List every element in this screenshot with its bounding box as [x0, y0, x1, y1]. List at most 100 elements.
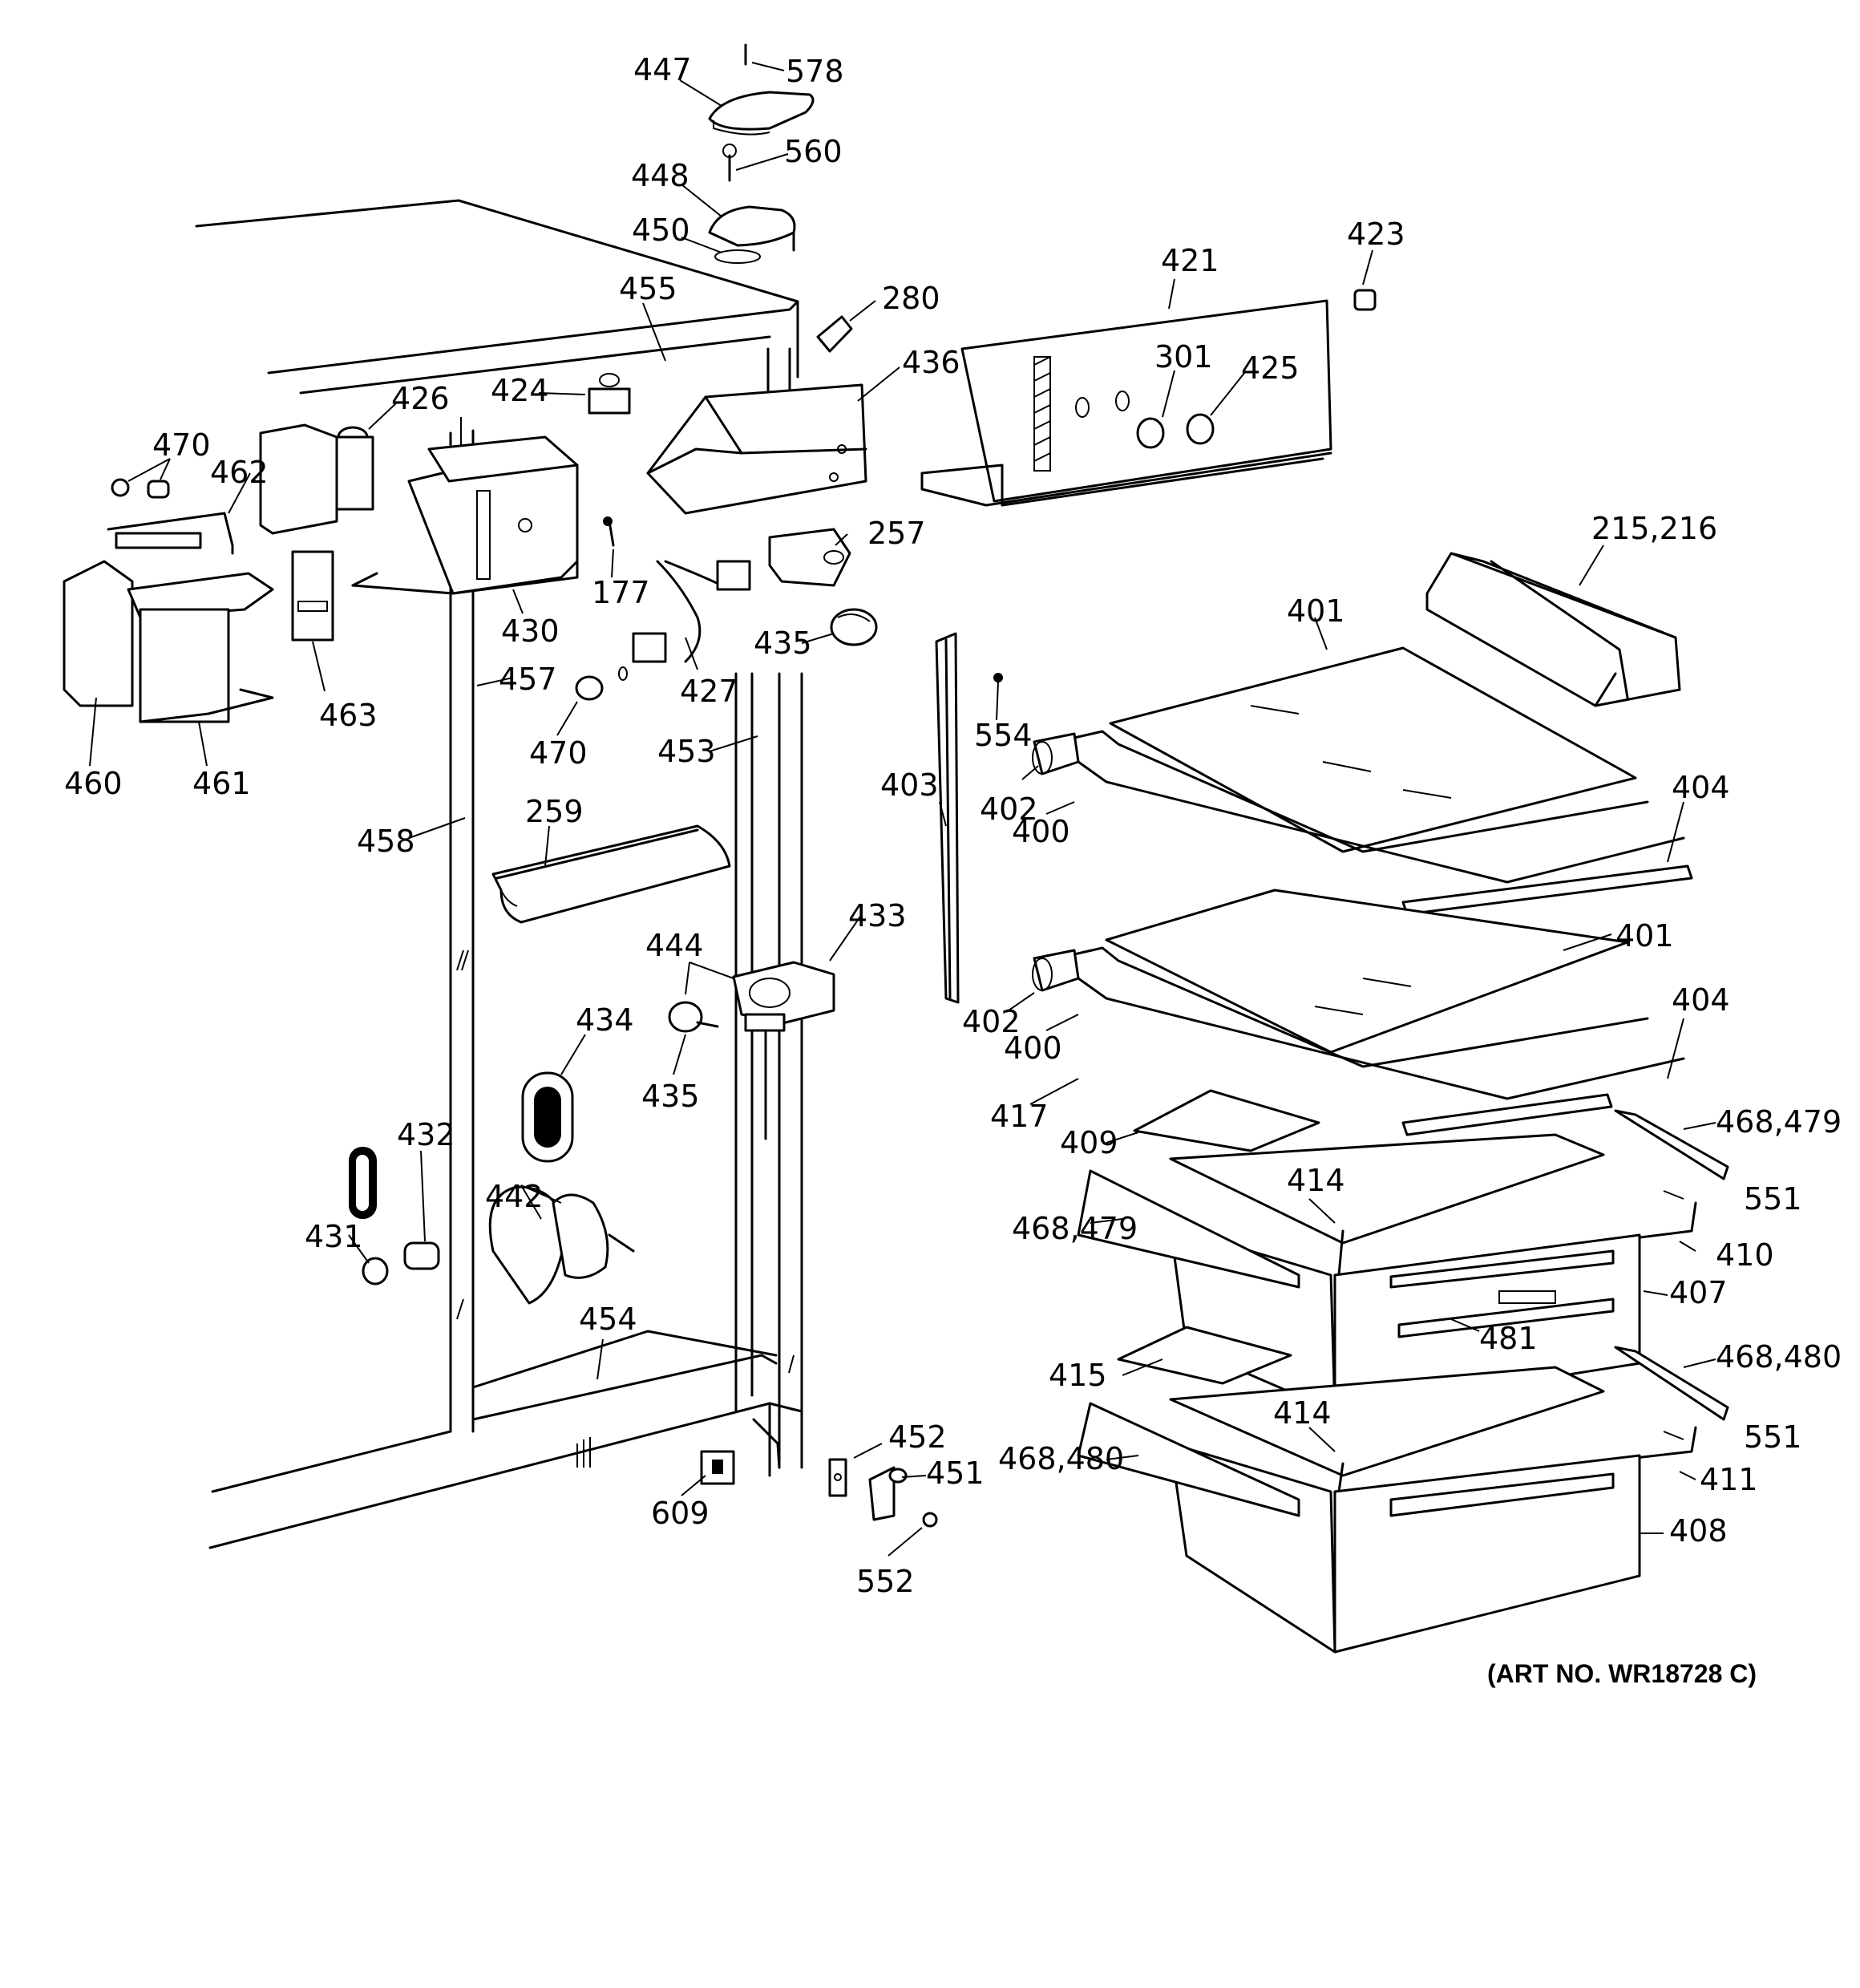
label-578: 578 [786, 54, 844, 89]
label-461: 461 [192, 766, 251, 801]
label-426: 426 [391, 381, 450, 416]
label-481: 481 [1479, 1321, 1538, 1356]
vent-grille [521, 1071, 574, 1163]
label-427: 427 [680, 674, 738, 709]
wiring-harness [632, 560, 751, 663]
label-400a: 400 [1012, 814, 1070, 849]
label-421: 421 [1161, 243, 1219, 278]
lamp-socket-435 [830, 608, 878, 646]
light-socket-435b [668, 1001, 719, 1033]
upper-shelf [1032, 646, 1693, 916]
label-470b: 470 [529, 735, 588, 771]
label-433: 433 [848, 898, 907, 933]
air-duct [646, 383, 867, 515]
label-403: 403 [880, 767, 939, 803]
label-442: 442 [485, 1179, 544, 1214]
label-435b: 435 [641, 1079, 700, 1114]
thermostat-housing [351, 435, 579, 595]
part-labels: 447 578 448 560 450 455 280 421 423 436 … [64, 52, 1842, 1599]
label-552: 552 [856, 1564, 915, 1599]
light-socket [259, 423, 374, 535]
label-411: 411 [1700, 1462, 1758, 1497]
screws-470 [111, 478, 170, 499]
label-450: 450 [632, 213, 690, 248]
label-430: 430 [501, 613, 560, 649]
screw-177 [603, 516, 615, 547]
label-453: 453 [657, 734, 716, 769]
label-436: 436 [902, 345, 960, 380]
label-468-480a: 468,480 [1716, 1339, 1842, 1375]
label-463: 463 [319, 698, 378, 733]
control-panel-housing [920, 289, 1377, 507]
label-470a: 470 [152, 427, 211, 463]
label-301: 301 [1154, 339, 1213, 375]
label-404a: 404 [1672, 770, 1730, 805]
label-458: 458 [357, 824, 415, 859]
label-551b: 551 [1744, 1419, 1802, 1455]
bracket-451 [868, 1466, 908, 1521]
art-number: (ART NO. WR18728 C) [1487, 1659, 1757, 1688]
lower-crisper [1077, 1326, 1729, 1654]
label-460: 460 [64, 766, 123, 801]
label-447: 447 [633, 52, 692, 87]
label-414b: 414 [1273, 1395, 1332, 1431]
label-259: 259 [525, 794, 584, 829]
leader-lines [89, 62, 1716, 1557]
label-448: 448 [631, 158, 689, 193]
top-hinge [708, 43, 796, 264]
hinge-cover [708, 91, 815, 136]
label-409: 409 [1060, 1125, 1118, 1160]
label-417: 417 [990, 1099, 1049, 1134]
plate-452 [828, 1458, 847, 1497]
defrost-timer [768, 528, 851, 587]
cross-baffle [491, 824, 731, 924]
label-451: 451 [926, 1456, 985, 1491]
label-551a: 551 [1744, 1181, 1802, 1217]
label-425: 425 [1241, 350, 1300, 386]
switch-609 [700, 1450, 735, 1485]
label-177: 177 [592, 575, 650, 610]
label-424: 424 [491, 373, 549, 408]
cabinet-liner [195, 199, 803, 1549]
light-shield [732, 961, 835, 1140]
label-554: 554 [974, 718, 1033, 753]
label-257: 257 [867, 516, 926, 551]
label-434: 434 [576, 1002, 634, 1038]
label-435a: 435 [754, 626, 812, 661]
shelf-ladder [935, 632, 1003, 1004]
label-400b: 400 [1004, 1030, 1062, 1066]
label-457: 457 [499, 662, 557, 697]
label-444: 444 [645, 928, 704, 963]
label-432: 432 [397, 1117, 455, 1152]
label-455: 455 [619, 271, 677, 306]
label-414a: 414 [1287, 1163, 1345, 1198]
label-408: 408 [1669, 1513, 1728, 1549]
label-410: 410 [1716, 1237, 1774, 1273]
label-423: 423 [1347, 217, 1405, 252]
label-609: 609 [651, 1496, 710, 1531]
label-431: 431 [305, 1219, 363, 1254]
connector-280 [816, 315, 853, 353]
label-560: 560 [784, 134, 843, 169]
label-468-479b: 468,479 [1012, 1211, 1138, 1246]
label-402b: 402 [962, 1004, 1021, 1039]
lower-shelf [1032, 889, 1685, 1136]
label-452: 452 [888, 1419, 947, 1455]
label-468-479a: 468,479 [1716, 1104, 1842, 1140]
label-415: 415 [1049, 1358, 1107, 1393]
label-462: 462 [210, 455, 269, 490]
plug-470 [575, 666, 628, 701]
dispenser-frame [63, 512, 334, 723]
label-407: 407 [1669, 1275, 1728, 1310]
label-280: 280 [882, 281, 940, 316]
label-401b: 401 [1615, 918, 1674, 954]
label-401a: 401 [1287, 593, 1345, 629]
label-454: 454 [579, 1302, 637, 1337]
door-bin [1425, 552, 1681, 707]
label-215-216: 215,216 [1591, 511, 1717, 546]
toggle-431 [349, 1147, 440, 1286]
upper-crisper [1077, 1089, 1729, 1413]
label-404b: 404 [1672, 982, 1730, 1018]
